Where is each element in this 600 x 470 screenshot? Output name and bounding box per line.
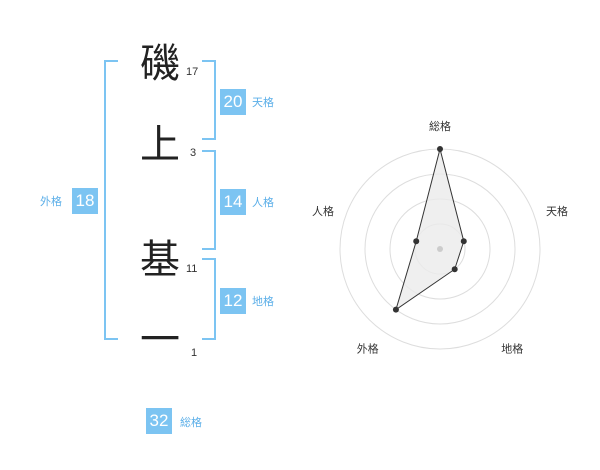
name-char-2: 上 <box>140 122 180 168</box>
tenkaku-bracket <box>202 60 216 140</box>
radar-axis-label: 総格 <box>429 119 451 133</box>
gaikaku-label: 外格 <box>40 195 62 208</box>
radar-point-5 <box>413 238 420 245</box>
radar-point-3 <box>451 266 458 273</box>
gaikaku-value-badge: 18 <box>72 188 98 214</box>
stroke-count-4: 1 <box>191 347 198 359</box>
radar-point-4 <box>392 306 399 313</box>
stroke-count-1: 17 <box>186 66 199 78</box>
name-char-4: 一 <box>140 317 180 363</box>
stroke-count-2: 3 <box>190 147 197 159</box>
jinkaku-label: 人格 <box>252 196 274 209</box>
gaikaku-bracket <box>104 60 118 340</box>
chikaku-label: 地格 <box>252 295 274 308</box>
chikaku-bracket <box>202 258 216 340</box>
name-char-1: 磯 <box>140 41 180 87</box>
radar-center-dot <box>437 246 443 252</box>
stroke-count-3: 11 <box>186 263 198 275</box>
radar-point-1 <box>437 146 443 152</box>
jinkaku-value-badge: 14 <box>220 189 246 215</box>
radar-point-2 <box>460 238 467 245</box>
radar-axis-label: 天格 <box>546 204 568 218</box>
jinkaku-bracket <box>202 150 216 250</box>
soukaku-label: 総格 <box>180 416 202 429</box>
radar-axis-label: 地格 <box>501 342 523 356</box>
chikaku-value-badge: 12 <box>220 288 246 314</box>
soukaku-value-badge: 32 <box>146 408 172 434</box>
radar-axis-label: 外格 <box>357 342 379 356</box>
radar-area <box>395 148 465 311</box>
name-char-3: 基 <box>140 237 180 283</box>
radar-axis-label: 人格 <box>312 204 334 218</box>
tenkaku-label: 天格 <box>252 96 274 109</box>
tenkaku-value-badge: 20 <box>220 89 246 115</box>
